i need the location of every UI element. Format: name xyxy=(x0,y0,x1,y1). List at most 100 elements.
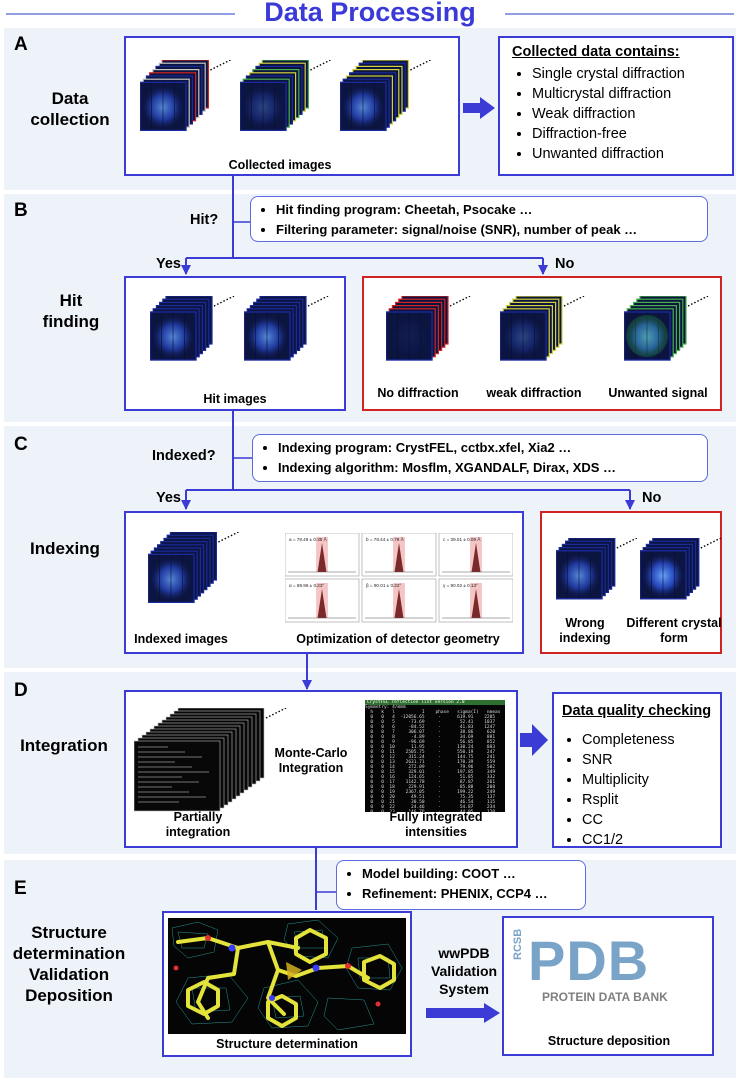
hit-images-caption: Hit images xyxy=(203,392,267,406)
terminal-row: 0 0 21 30.50 - 46.54 115 xyxy=(365,800,496,805)
partial-integration-caption: Partially integration xyxy=(165,810,231,839)
collected-data-box xyxy=(498,36,734,176)
geometry-plot: a = 78.49 ± 0.35 Å xyxy=(285,533,360,577)
electron-density-map xyxy=(168,918,406,1034)
terminal-row: 0 0 9 -96.69 - 56.85 852 xyxy=(365,740,496,745)
monte-carlo-caption: Monte-Carlo Integration xyxy=(274,746,348,775)
terminal-row: 0 0 14 272.09 - 79.96 502 xyxy=(365,765,496,770)
plot-label: β = 90.01 ± 0.22° xyxy=(366,583,401,588)
stage-integration: Integration xyxy=(20,736,108,755)
plot-label: α = 89.96 ± 0.23° xyxy=(289,583,324,588)
hit-finding-notes-list: Hit finding program: Cheetah, Psocake … … xyxy=(262,200,637,240)
plot-label: c = 39.01 ± 0.09 Å xyxy=(443,536,481,542)
diffraction-stack-graphic xyxy=(499,295,585,361)
image-stack xyxy=(339,59,434,139)
yes-label: Yes xyxy=(156,256,181,272)
image-stack xyxy=(139,59,234,139)
indexed-images-caption: Indexed images xyxy=(134,632,228,646)
rcsb-text: RCSB xyxy=(512,928,524,960)
stage-structure: Structure determination Validation Depos… xyxy=(12,923,126,1005)
diffraction-stack-graphic xyxy=(555,537,638,600)
pdb-logo: RCSB PDB PROTEIN DATA BANK xyxy=(512,929,706,1016)
arrow-left-icon xyxy=(463,97,495,119)
quality-checking-list: Completeness SNR Multiplicity Rsplit CC … xyxy=(562,730,675,850)
image-stack xyxy=(639,537,725,608)
list-item: Completeness xyxy=(582,730,675,750)
geometry-plot: β = 90.01 ± 0.22° xyxy=(361,578,437,623)
terminal-row: 0 0 10 11.95 - 130.24 883 xyxy=(365,745,496,750)
terminal-row: 0 0 22 24.46 - 54.87 234 xyxy=(365,805,496,810)
stage-data-collection: Data collection xyxy=(30,89,110,129)
detector-geometry-plots: a = 78.49 ± 0.35 Å b = 78.44 ± 0.79 Å c = … xyxy=(285,533,513,623)
terminal-row: 0 0 17 1142.78 - 87.87 261 xyxy=(365,780,496,785)
plot-label: a = 78.49 ± 0.35 Å xyxy=(289,536,328,542)
list-item: Weak diffraction xyxy=(532,104,685,124)
no-label: No xyxy=(555,256,575,272)
list-item: Single crystal diffraction xyxy=(532,64,685,84)
diffraction-stack-graphic xyxy=(639,537,722,600)
model-building-notes xyxy=(336,860,586,910)
geometry-plot: c = 39.01 ± 0.09 Å xyxy=(438,533,513,577)
quality-checking-title: Data quality checking xyxy=(562,703,712,719)
list-item: Model building: COOT … xyxy=(362,864,548,884)
weak-diffraction-caption: weak diffraction xyxy=(486,386,582,400)
indexing-notes xyxy=(252,434,708,482)
collected-images-caption: Collected images xyxy=(228,158,332,172)
diffraction-stack-graphic xyxy=(385,295,471,361)
image-stack xyxy=(555,537,641,608)
image-stack xyxy=(239,59,334,139)
terminal-row: 0 0 5 -73.69 - 52.41 1037 xyxy=(365,720,496,725)
geometry-plot: γ = 90.02 ± 0.13° xyxy=(438,578,513,623)
plot-label: γ = 90.02 ± 0.13° xyxy=(443,583,478,588)
diffraction-stack-graphic xyxy=(339,59,431,131)
image-stack xyxy=(499,295,588,369)
image-stack xyxy=(243,295,332,369)
unwanted-signal-caption: Unwanted signal xyxy=(608,386,708,400)
pdb-subtitle: PROTEIN DATA BANK xyxy=(542,990,668,1004)
diffraction-stack-graphic xyxy=(147,531,239,603)
terminal-row: 0 0 19 2367.05 - 199.22 249 xyxy=(365,790,496,795)
diffraction-stack-graphic xyxy=(243,295,329,361)
model-building-notes-list: Model building: COOT … Refinement: PHENI… xyxy=(348,864,548,904)
list-item: Indexing program: CrystFEL, cctbx.xfel, … xyxy=(278,438,616,458)
terminal-rows: 0 0 4 -12056.65 - 619.91 2285 0 0 5 -73.… xyxy=(365,715,505,812)
quality-checking-box xyxy=(552,692,722,848)
wwpdb-validation-label: wwPDB Validation System xyxy=(430,945,498,997)
list-item: Hit finding program: Cheetah, Psocake … xyxy=(276,200,637,220)
terminal-row: 0 0 13 2631.71 - 170.39 559 xyxy=(365,760,496,765)
diffraction-stack-graphic xyxy=(149,295,235,361)
section-letter-c: C xyxy=(14,434,28,455)
list-item: Filtering parameter: signal/noise (SNR),… xyxy=(276,220,637,240)
image-stack xyxy=(149,295,238,369)
list-item: Unwanted diffraction xyxy=(532,144,685,164)
terminal-row: 0 0 12 315.24 - 144.75 241 xyxy=(365,755,496,760)
image-stack xyxy=(385,295,474,369)
hit-question: Hit? xyxy=(190,212,219,228)
terminal-header: h k l I phase sigma(I) nmeas xyxy=(365,710,501,715)
hit-finding-notes xyxy=(250,196,708,242)
integrated-intensities-terminal: CrystFEL reflection list version 2.0 Sym… xyxy=(365,700,505,812)
indexing-notes-list: Indexing program: CrystFEL, cctbx.xfel, … xyxy=(264,438,616,478)
geometry-plot: b = 78.44 ± 0.79 Å xyxy=(361,533,437,577)
terminal-row: 0 0 20 49.51 - 75.35 137 xyxy=(365,795,496,800)
list-item: CC xyxy=(582,810,675,830)
diffraction-stack-graphic xyxy=(239,59,331,131)
structure-deposition-caption: Structure deposition xyxy=(547,1034,671,1048)
list-item: CC1/2 xyxy=(582,830,675,850)
section-letter-a: A xyxy=(14,34,28,55)
indexed-question: Indexed? xyxy=(152,448,216,464)
list-item: SNR xyxy=(582,750,675,770)
diffraction-stack-graphic xyxy=(623,295,709,361)
partial-integration-stack xyxy=(133,707,290,820)
terminal-row: 0 0 18 229.91 - 85.88 208 xyxy=(365,785,496,790)
section-letter-e: E xyxy=(14,878,27,899)
terminal-stack-graphic xyxy=(133,707,287,812)
list-item: Multiplicity xyxy=(582,770,675,790)
different-crystal-form-caption: Different crystal form xyxy=(626,616,722,645)
section-letter-d: D xyxy=(14,680,28,701)
page-title: Data Processing xyxy=(264,0,476,27)
pdb-text: PDB xyxy=(528,929,650,992)
section-letter-b: B xyxy=(14,200,28,221)
terminal-row: 0 0 15 329.01 - 197.85 349 xyxy=(365,770,496,775)
stage-hit-finding: Hit finding xyxy=(42,291,100,331)
